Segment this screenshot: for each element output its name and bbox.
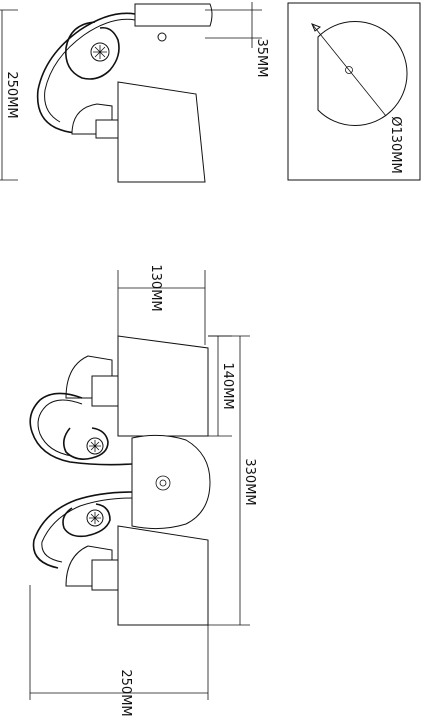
top-view: Ø130MM bbox=[287, 2, 421, 181]
front-total-width-label: 330MM bbox=[242, 458, 257, 505]
front-lower-cup bbox=[65, 545, 119, 591]
front-shade-width-label: 130MM bbox=[148, 264, 163, 311]
front-shade-height-label: 140MM bbox=[220, 362, 235, 409]
front-total-width-dimension: 330MM bbox=[208, 335, 257, 626]
side-height-label: 250MM bbox=[4, 71, 19, 118]
side-mount-label: 35MM bbox=[254, 39, 269, 78]
front-upper-shade bbox=[117, 335, 209, 437]
front-lower-shade bbox=[117, 525, 209, 626]
front-lower-arm bbox=[32, 491, 133, 569]
side-height-dimension: 250MM bbox=[0, 9, 19, 181]
front-projection-dimension: 250MM bbox=[29, 585, 209, 717]
top-diameter-label: Ø130MM bbox=[388, 116, 403, 173]
front-upper-arm bbox=[29, 392, 133, 466]
side-view: 250MM 35MM bbox=[0, 2, 269, 183]
side-candle-cup bbox=[71, 103, 119, 139]
front-upper-cup bbox=[65, 355, 119, 407]
front-wall-plate bbox=[131, 434, 211, 530]
side-wall-mount bbox=[134, 3, 213, 42]
side-lamp-shade bbox=[117, 81, 206, 183]
front-shade-width-dimension: 130MM bbox=[117, 264, 206, 345]
front-projection-label: 250MM bbox=[118, 669, 133, 716]
side-arm bbox=[36, 12, 136, 134]
front-view: 130MM 140MM 330MM bbox=[29, 264, 257, 717]
side-mount-dimension: 35MM bbox=[205, 2, 269, 77]
front-shade-height-dimension: 140MM bbox=[208, 335, 235, 437]
